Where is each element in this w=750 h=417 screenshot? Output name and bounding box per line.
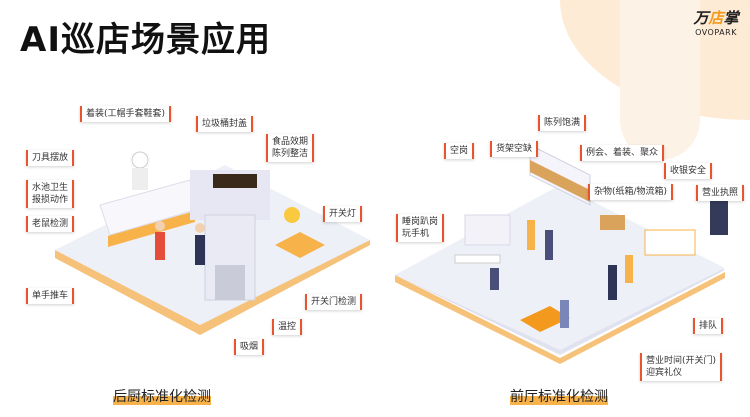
background-stripe bbox=[620, 0, 700, 160]
label-knife-placement: 刀具摆放 bbox=[26, 150, 75, 166]
label-sink-hygiene: 水池卫生 报损动作 bbox=[26, 180, 75, 208]
label-rodent-detection: 老鼠检测 bbox=[26, 216, 75, 232]
label-business-hours: 营业时间(开关门) 迎宾礼仪 bbox=[640, 353, 723, 381]
label-business-license: 营业执照 bbox=[696, 185, 745, 201]
label-sleeping-phone: 睡岗趴岗 玩手机 bbox=[396, 214, 445, 242]
label-clutter: 杂物(纸箱/物流箱) bbox=[588, 184, 674, 200]
label-light-switch: 开关灯 bbox=[323, 206, 363, 222]
label-full-display: 陈列饱满 bbox=[538, 115, 587, 131]
label-one-hand-cart: 单手推车 bbox=[26, 288, 75, 304]
label-door-detection: 开关门检测 bbox=[305, 294, 363, 310]
label-attire: 着装(工帽手套鞋套) bbox=[80, 106, 172, 122]
label-food-expiry: 食品效期 陈列整洁 bbox=[266, 134, 315, 162]
kitchen-platform bbox=[55, 151, 370, 335]
label-vacant-post: 空岗 bbox=[444, 143, 475, 159]
hall-section-title: 前厅标准化检测 bbox=[510, 389, 608, 405]
label-queue: 排队 bbox=[693, 318, 724, 334]
label-meeting-attire: 例会、着装、聚众 bbox=[580, 145, 665, 161]
page-title: AI巡店场景应用 bbox=[20, 20, 271, 60]
label-temperature: 温控 bbox=[272, 319, 303, 335]
label-shelf-gap: 货架空缺 bbox=[490, 141, 539, 157]
kitchen-section-title: 后厨标准化检测 bbox=[113, 389, 211, 405]
label-smoking: 吸烟 bbox=[234, 339, 265, 355]
ovopark-logo: 万店掌 OVOPARK bbox=[693, 9, 739, 37]
hall-platform bbox=[395, 144, 728, 364]
label-cashier-safety: 收银安全 bbox=[664, 163, 713, 179]
label-trash-lid: 垃圾桶封盖 bbox=[196, 116, 254, 132]
